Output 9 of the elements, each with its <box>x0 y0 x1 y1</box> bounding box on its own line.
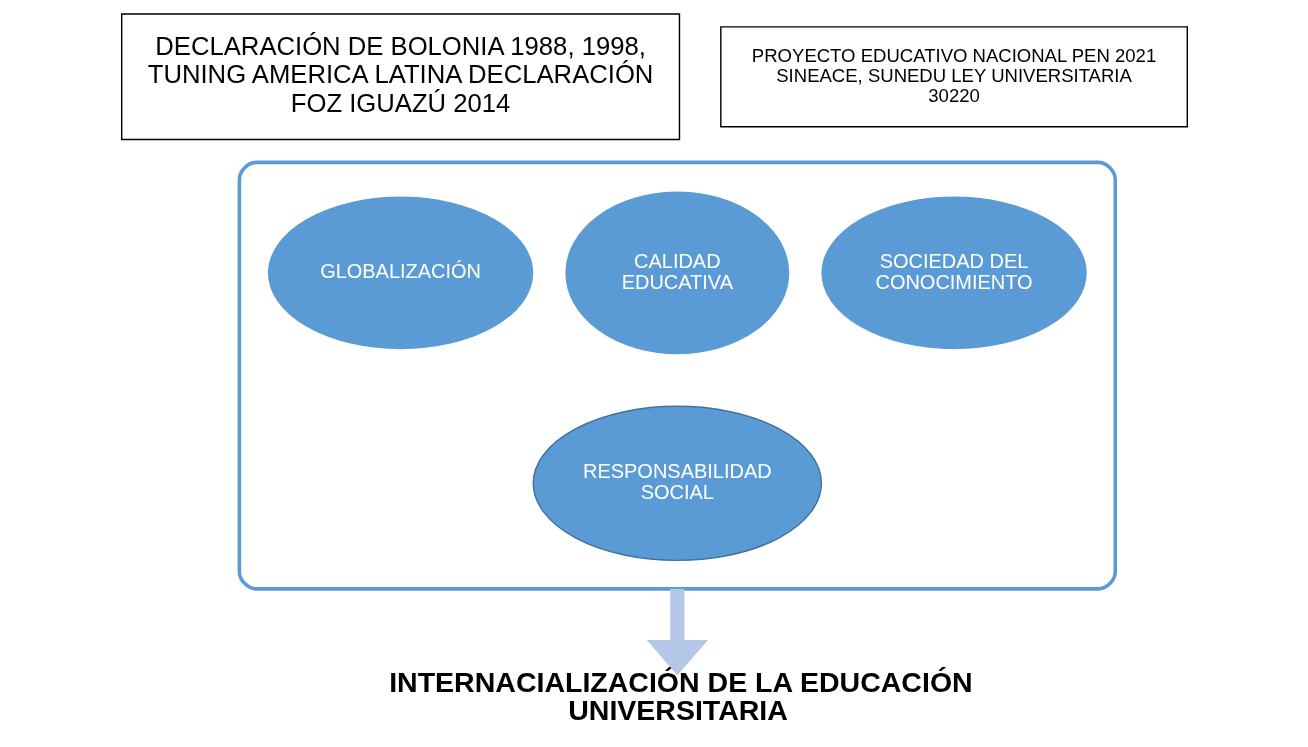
node-ellipse: CALIDAD EDUCATIVA <box>563 190 791 356</box>
cluster <box>237 160 1117 591</box>
node-ellipse: SOCIEDAD DEL CONOCIMIENTO <box>819 195 1088 351</box>
node-box: PROYECTO EDUCATIVO NACIONAL PEN 2021 SINEACE, SUNEDU LEY UNIVERSITARIA 30220 <box>719 26 1188 128</box>
node-text: INTERNACIALIZACIÓN DE LA EDUCACIÓN UNIVERSITARIA <box>388 665 973 727</box>
arrow <box>646 588 708 676</box>
node-ellipse: RESPONSABILIDAD SOCIAL <box>532 405 822 562</box>
node-ellipse: GLOBALIZACIÓN <box>266 195 535 351</box>
node-box: DECLARACIÓN DE BOLONIA 1988, 1998, TUNING AMERICA LATINA DECLARACIÓN FOZ IGUAZÚ 2014 <box>120 13 680 141</box>
